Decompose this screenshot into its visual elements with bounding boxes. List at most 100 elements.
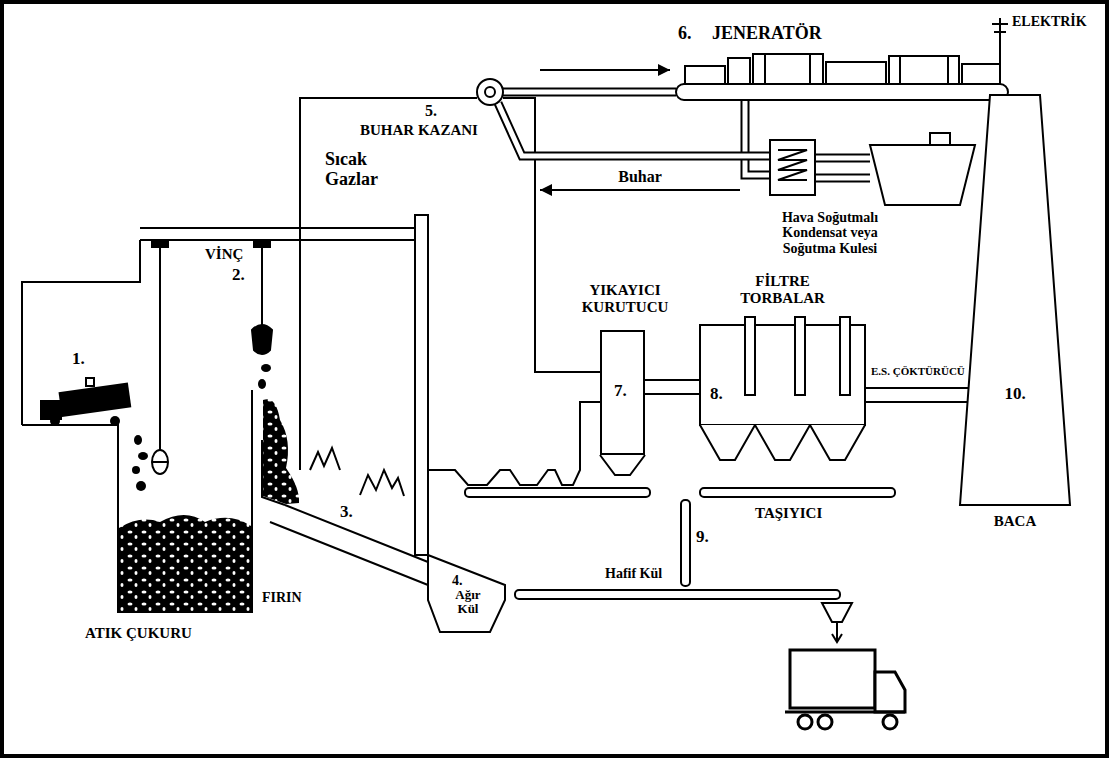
- waste-truck: [59, 383, 132, 417]
- part-name: YIKAYICI KURUTUCU: [570, 282, 680, 315]
- steam-pipes: [745, 100, 770, 175]
- crane: [140, 228, 420, 474]
- waste-truck: [50, 416, 60, 426]
- filter-outline: [745, 317, 755, 395]
- filter-outline: [840, 317, 850, 395]
- flames: [310, 448, 404, 496]
- callout-number: 10.: [960, 385, 1070, 404]
- callout-number: 6.: [678, 24, 692, 44]
- crane: [254, 241, 270, 247]
- ash-truck: [875, 672, 905, 712]
- callout-number: 5.: [425, 102, 437, 120]
- flames: [310, 448, 340, 470]
- waste-pit-garbage: [138, 452, 148, 460]
- filter-house: FİLTRE TORBALAR8.: [700, 325, 865, 460]
- ash-truck: [883, 715, 897, 729]
- condenser-tower: [930, 133, 950, 145]
- conveyors: [681, 500, 690, 586]
- boiler-furnace-outline: [270, 505, 428, 585]
- generator-machine: [676, 54, 1008, 100]
- steam-pipes: [498, 103, 770, 156]
- callout-number: 3.: [340, 503, 353, 522]
- steam-arrow: [540, 69, 670, 71]
- ash-truck: [798, 715, 812, 729]
- ash-truck: [790, 650, 875, 708]
- generator-machine: [685, 66, 725, 84]
- waste-pit-garbage: [132, 466, 140, 474]
- crane: [252, 325, 272, 354]
- waste-pit-garbage: [261, 364, 271, 372]
- filter-outline: [795, 317, 805, 395]
- conveyors: [700, 488, 895, 497]
- generator-machine: [676, 84, 1008, 100]
- part-name: BUHAR KAZANI: [360, 122, 478, 139]
- building-outline: [22, 240, 285, 612]
- ash-truck: [818, 715, 832, 729]
- callout-number: 1.: [72, 350, 85, 369]
- filter-outline: [700, 325, 865, 460]
- conveyors: [515, 590, 840, 599]
- part-name: ELEKTRİK: [1012, 14, 1087, 29]
- chimney-stack: 10.BACA: [960, 95, 1070, 505]
- callout-number: 8.: [710, 385, 723, 404]
- conveyors: [832, 622, 842, 642]
- ash-truck: [785, 650, 905, 729]
- generator-node: 6.JENERATÖR: [670, 52, 1010, 102]
- boiler-furnace-outline: [270, 98, 645, 632]
- waste-truck: [110, 416, 120, 426]
- steam-pipes: [498, 103, 770, 156]
- crane: [160, 247, 262, 450]
- generator-machine: [765, 54, 948, 84]
- building-outline: [22, 240, 140, 425]
- part-name: ATIK ÇUKURU: [85, 625, 192, 642]
- steam-pipes: [815, 158, 870, 178]
- connector-label: Buhar: [616, 168, 664, 186]
- waste-pit-garbage: [134, 435, 142, 445]
- power-pole: [992, 18, 1008, 64]
- flue-duct: [865, 388, 968, 402]
- condenser-tower: [778, 150, 807, 180]
- boiler-node: 5. BUHAR KAZANI: [355, 60, 540, 200]
- power-pole: [992, 18, 1008, 64]
- part-name: TAŞIYICI: [755, 505, 822, 522]
- condenser-tower: [770, 140, 815, 195]
- crane: [152, 461, 168, 463]
- filter-outline: [755, 425, 810, 460]
- conveyors: [465, 488, 650, 497]
- waste-pit-garbage: [119, 364, 299, 611]
- filter-outline: [700, 425, 755, 460]
- stack-outline: [960, 95, 1070, 505]
- part-name: BACA: [960, 513, 1070, 530]
- crane: [152, 241, 168, 247]
- boiler-furnace-outline: [428, 555, 505, 632]
- flue-duct: [645, 380, 700, 394]
- boiler-furnace-outline: [428, 402, 600, 485]
- waste-pit-garbage: [263, 399, 299, 504]
- part-name: Hava Soğutmalı Kondensat veya Soğutma Ku…: [755, 210, 905, 256]
- waste-truck: [40, 378, 131, 426]
- flow-label: Sıcak Gazlar: [325, 150, 405, 190]
- callout-number: 4.: [452, 573, 463, 588]
- part-name: FIRIN: [262, 590, 302, 605]
- condenser-tower: [770, 133, 975, 205]
- filter-outline: [700, 317, 865, 460]
- boiler-furnace-outline: [300, 98, 477, 470]
- boiler-furnace-outline: [415, 215, 428, 555]
- ash-truck: [785, 711, 905, 714]
- part-name: FİLTRE TORBALAR: [730, 273, 835, 306]
- flames: [360, 470, 404, 496]
- condenser-tower: [870, 145, 975, 205]
- connector-label: E.S. ÇÖKTÜRÜCÜ: [869, 365, 967, 377]
- waste-pit-garbage: [119, 515, 251, 611]
- callout-number: 9.: [696, 528, 709, 547]
- boiler-furnace-outline: [600, 455, 645, 475]
- steam-drum: [477, 79, 503, 105]
- stack-outline: [960, 95, 1070, 505]
- crane: [140, 228, 420, 240]
- part-name: Ağır Kül: [444, 588, 492, 617]
